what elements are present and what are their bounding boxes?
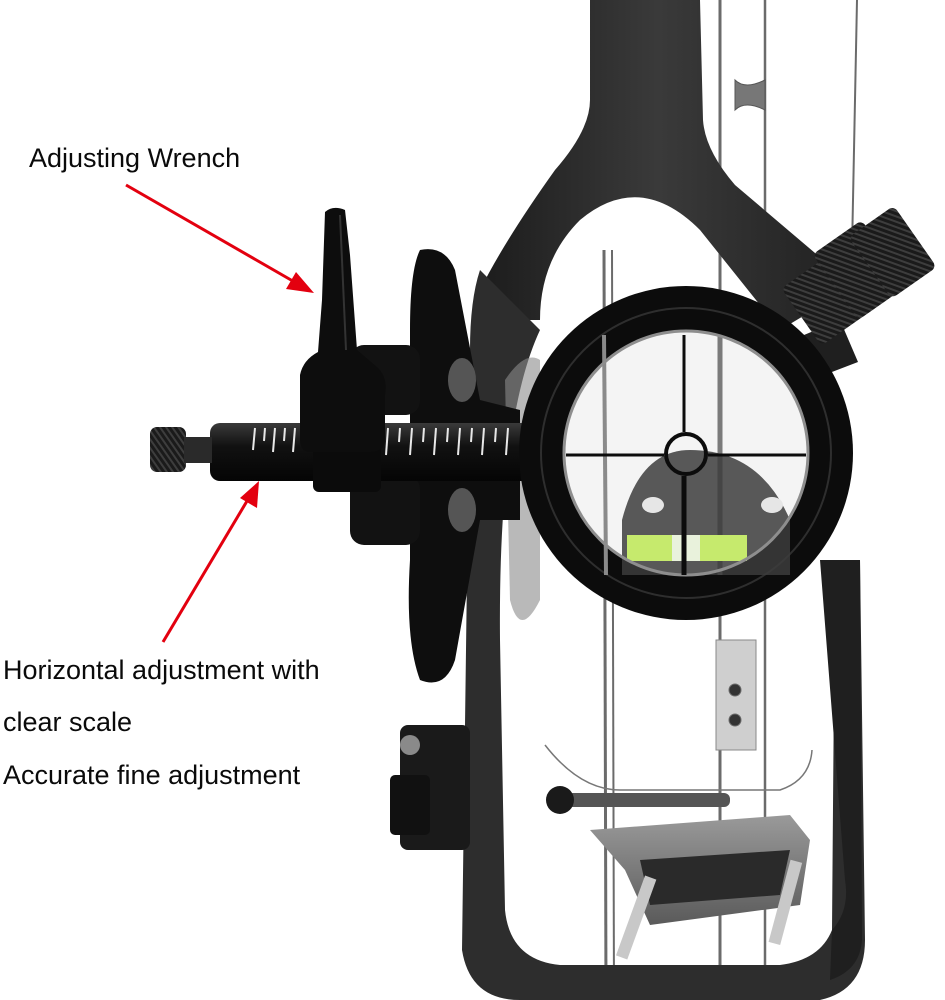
arrow-rest bbox=[390, 725, 813, 960]
label-adjusting-wrench: Adjusting Wrench bbox=[29, 143, 241, 173]
adjusting-wrench bbox=[300, 207, 386, 452]
scale-marks bbox=[252, 427, 509, 456]
annotation-arrow-horizontal bbox=[161, 481, 259, 643]
sight-housing-ring bbox=[519, 286, 853, 620]
label-clear-scale: clear scale bbox=[3, 707, 133, 737]
horizontal-scale-bar bbox=[150, 423, 540, 492]
label-horizontal-adjustment: Horizontal adjustment with bbox=[3, 655, 320, 685]
annotation-arrow-wrench bbox=[125, 183, 314, 293]
crosshair-pin bbox=[566, 335, 806, 575]
label-accurate-fine-adjustment: Accurate fine adjustment bbox=[3, 760, 301, 790]
